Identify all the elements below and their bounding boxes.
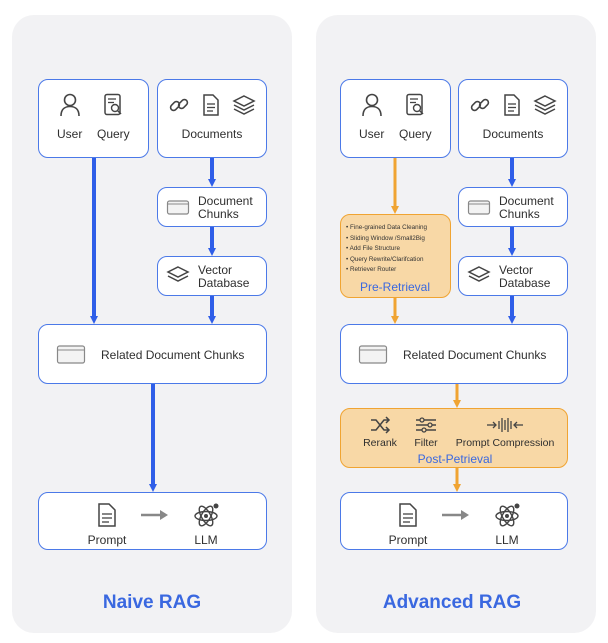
prompt-compression-label: Prompt Compression xyxy=(455,437,555,449)
link-icon xyxy=(470,98,490,112)
folder-icon xyxy=(56,345,86,364)
link-icon xyxy=(169,98,189,112)
documents-label: Documents xyxy=(181,127,243,141)
vector-database-label-2: Database xyxy=(198,276,250,290)
pre-retrieval-item: Sliding Window /Small2Big xyxy=(346,234,427,245)
query-icon xyxy=(406,93,424,116)
prompt-llm-box xyxy=(38,492,267,550)
right-arrow-icon xyxy=(442,510,469,520)
adv-vector-database-label-1: Vector xyxy=(499,263,534,277)
atom-icon xyxy=(194,503,219,527)
adv-document-chunks-label-2: Chunks xyxy=(499,207,540,221)
document-chunks-label-2: Chunks xyxy=(198,207,239,221)
adv-user-label: User xyxy=(359,127,385,141)
adv-query-label: Query xyxy=(399,127,432,141)
layers-icon xyxy=(533,95,557,115)
query-icon xyxy=(104,93,122,116)
adv-user-query-box xyxy=(340,79,451,158)
pre-retrieval-item: Fine-grained Data Cleaning xyxy=(346,223,427,234)
adv-prompt-llm-box xyxy=(340,492,568,550)
llm-label: LLM xyxy=(194,533,218,547)
adv-document-chunks-label-1: Document xyxy=(499,194,554,208)
post-retrieval-box xyxy=(340,408,568,468)
rerank-label: Rerank xyxy=(363,437,397,449)
pre-retrieval-item: Add File Structure xyxy=(346,244,427,255)
prompt-label: Prompt xyxy=(87,533,127,547)
user-query-box xyxy=(38,79,149,158)
folder-icon xyxy=(166,200,190,215)
document-icon xyxy=(203,94,219,116)
pre-retrieval-item: Retriever Router xyxy=(346,265,427,276)
pre-retrieval-list: Fine-grained Data Cleaning Sliding Windo… xyxy=(346,223,427,276)
related-chunks-label: Related Document Chunks xyxy=(101,348,245,362)
adv-documents-label: Documents xyxy=(482,127,544,141)
query-label: Query xyxy=(97,127,130,141)
document-chunks-label-1: Document xyxy=(198,194,253,208)
post-retrieval-label: Post-Petrieval xyxy=(417,452,493,466)
related-chunks-box xyxy=(38,324,267,384)
database-layers-icon xyxy=(166,266,190,282)
naive-rag-title: Naive RAG xyxy=(102,592,202,613)
adv-vector-database-label-2: Database xyxy=(499,276,551,290)
prompt-icon xyxy=(98,503,116,527)
document-icon xyxy=(504,94,520,116)
adv-prompt-label: Prompt xyxy=(388,533,428,547)
prompt-icon xyxy=(399,503,417,527)
user-label: User xyxy=(57,127,83,141)
user-icon xyxy=(60,93,80,117)
advanced-rag-title: Advanced RAG xyxy=(382,592,522,613)
pre-retrieval-label: Pre-Retrieval xyxy=(359,280,431,294)
adv-documents-box xyxy=(458,79,568,158)
folder-icon xyxy=(358,345,388,364)
user-icon xyxy=(362,93,382,117)
filter-sliders-icon xyxy=(416,417,436,433)
adv-related-chunks-label: Related Document Chunks xyxy=(403,348,547,362)
adv-llm-label: LLM xyxy=(495,533,519,547)
pre-retrieval-item: Query Rewrite/Clarifcation xyxy=(346,255,427,266)
folder-icon xyxy=(467,200,491,215)
filter-label: Filter xyxy=(414,437,438,449)
right-arrow-icon xyxy=(141,510,168,520)
layers-icon xyxy=(232,95,256,115)
documents-box xyxy=(157,79,267,158)
atom-icon xyxy=(495,503,520,527)
compression-icon xyxy=(487,418,523,432)
database-layers-icon xyxy=(467,266,491,282)
shuffle-icon xyxy=(371,416,391,434)
vector-database-label-1: Vector xyxy=(198,263,233,277)
